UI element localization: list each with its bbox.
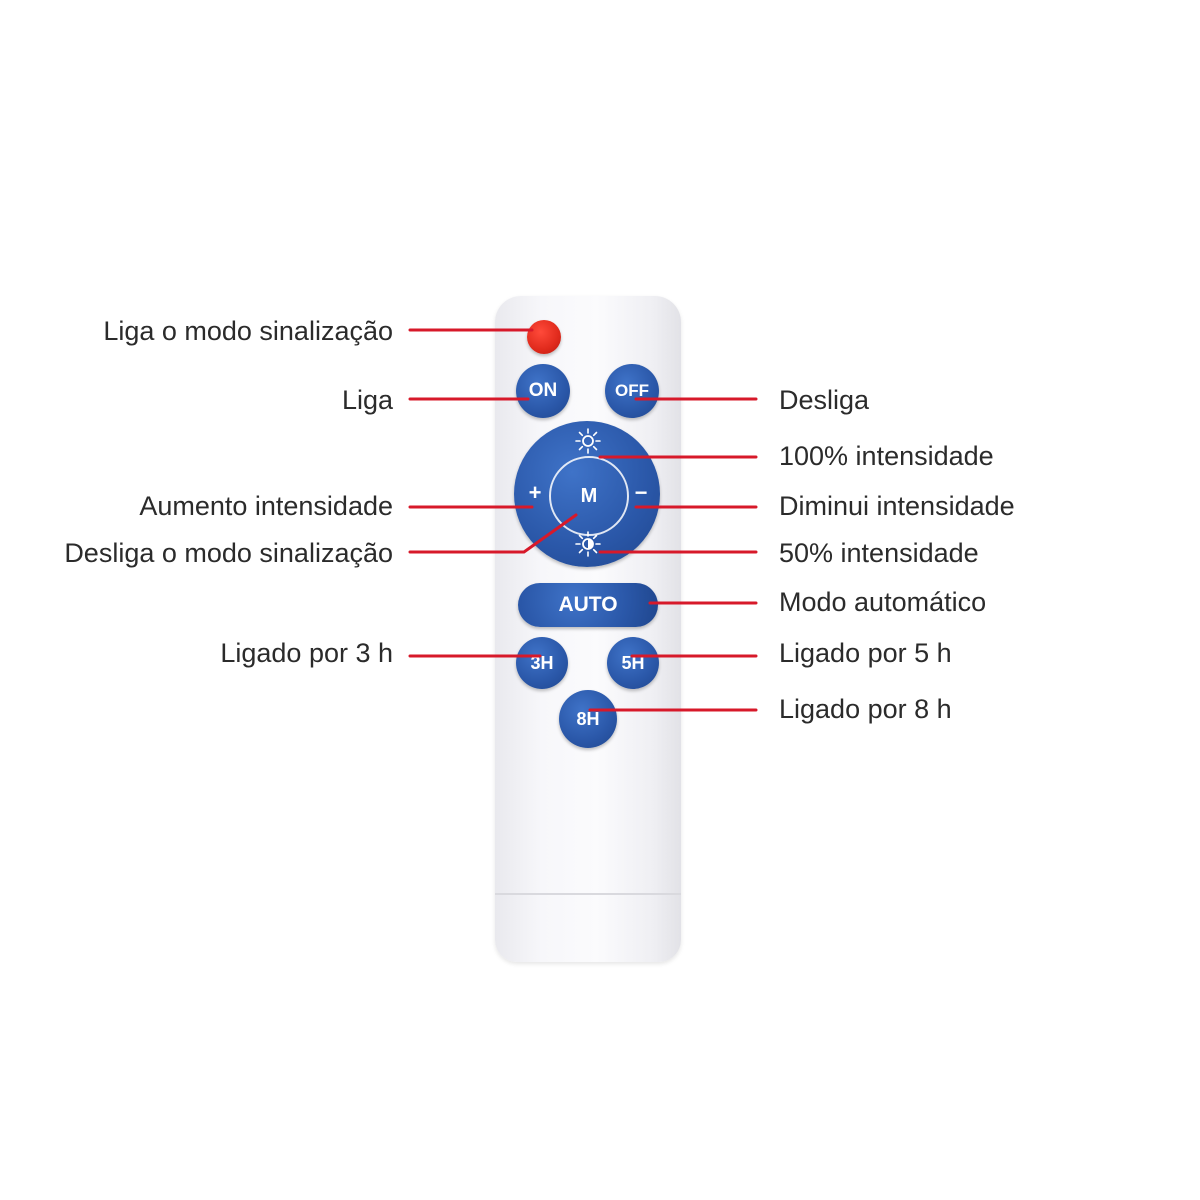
timer-8h-button[interactable]: 8H <box>559 690 617 748</box>
label-signal-on: Liga o modo sinalização <box>103 316 393 346</box>
label-decrease: Diminui intensidade <box>779 491 1015 521</box>
off-button-label: OFF <box>615 381 649 400</box>
label-half: 50% intensidade <box>779 538 979 568</box>
half-brightness-icon[interactable] <box>574 530 602 558</box>
timer-5h-label: 5H <box>621 652 645 673</box>
label-off: Desliga <box>779 385 870 415</box>
timer-8h-label: 8H <box>576 708 600 729</box>
auto-button-label: AUTO <box>558 593 618 616</box>
signal-mode-button[interactable] <box>527 320 561 354</box>
auto-button[interactable]: AUTO <box>518 583 658 627</box>
minus-label: − <box>634 480 648 505</box>
timer-3h-button[interactable]: 3H <box>516 637 568 689</box>
label-on: Liga <box>341 385 393 415</box>
plus-label: + <box>528 480 542 505</box>
label-increase: Aumento intensidade <box>139 491 393 521</box>
increase-button[interactable]: + <box>520 478 550 508</box>
label-5h: Ligado por 5 h <box>779 638 952 668</box>
off-button[interactable]: OFF <box>605 364 659 418</box>
mode-button-ring <box>549 456 629 536</box>
mode-button[interactable]: M <box>553 460 625 532</box>
timer-5h-button[interactable]: 5H <box>607 637 659 689</box>
mode-button-label: M <box>580 484 598 507</box>
label-signal-off: Desliga o modo sinalização <box>64 538 393 568</box>
full-brightness-icon[interactable] <box>574 427 602 455</box>
label-3h: Ligado por 3 h <box>220 638 393 668</box>
label-full: 100% intensidade <box>779 441 994 471</box>
on-button[interactable]: ON <box>516 364 570 418</box>
label-auto: Modo automático <box>779 587 987 617</box>
on-button-label: ON <box>528 380 558 401</box>
label-8h: Ligado por 8 h <box>779 694 952 724</box>
timer-3h-label: 3H <box>530 652 554 673</box>
decrease-button[interactable]: − <box>626 478 656 508</box>
remote-battery-seam <box>495 893 681 895</box>
